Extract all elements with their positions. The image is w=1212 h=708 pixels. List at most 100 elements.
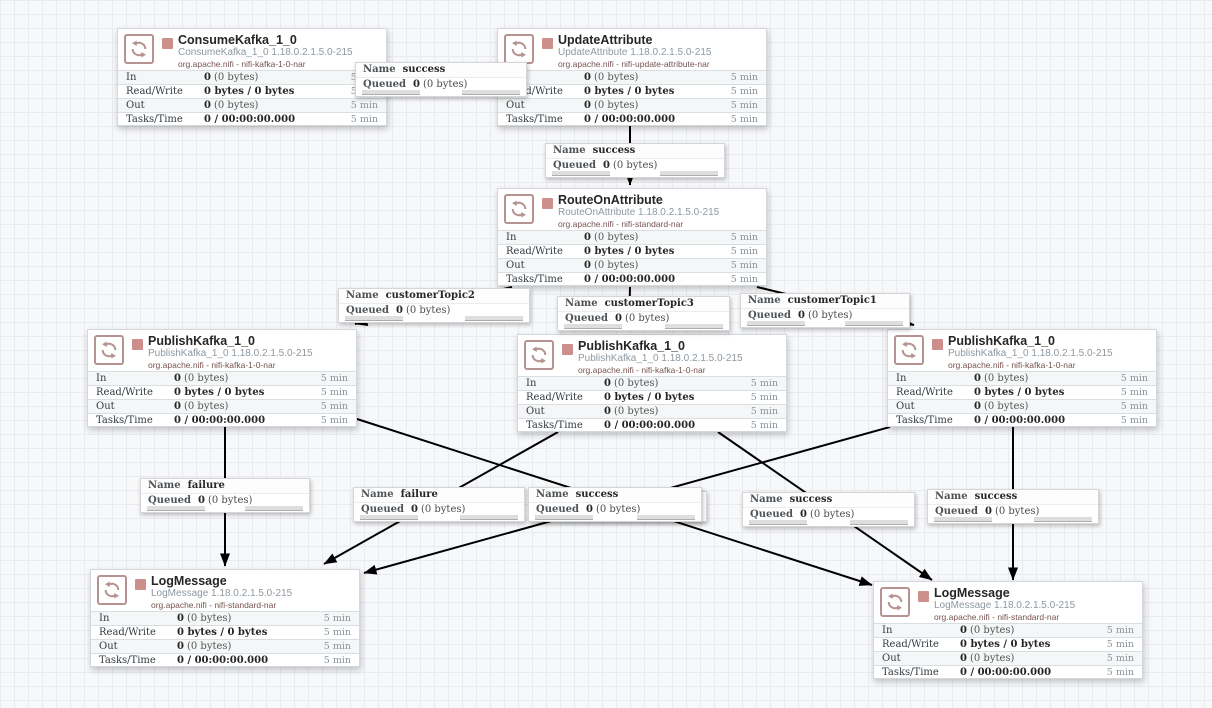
stat-row: Tasks/Time 0 / 00:00:00.000 5 min — [518, 418, 786, 432]
stat-row: Read/Write 0 bytes / 0 bytes 5 min — [91, 625, 359, 639]
processor-route-on-attribute[interactable]: RouteOnAttribute RouteOnAttribute 1.18.0… — [497, 188, 767, 286]
stat-value-detail: (0 bytes) — [183, 401, 229, 412]
stat-row: In 0(0 bytes) 5 min — [118, 70, 386, 84]
processor-update-attribute[interactable]: UpdateAttribute UpdateAttribute 1.18.0.2… — [497, 28, 767, 126]
stat-value-number: 0 / 00:00:00.000 — [204, 114, 296, 125]
connection-name-value: success — [592, 145, 636, 156]
connection-name-key: Name — [553, 145, 586, 156]
stat-label: Read/Write — [506, 86, 563, 97]
stat-value-detail: (0 bytes) — [183, 373, 229, 384]
stat-row: Out 0(0 bytes) 5 min — [518, 404, 786, 418]
stat-row: In 0(0 bytes) 5 min — [888, 371, 1156, 385]
stat-value: 0 / 00:00:00.000 — [584, 113, 706, 126]
connection-name-key: Name — [346, 290, 379, 301]
connection-queued-count: 0 — [197, 495, 205, 506]
processor-stamp-icon — [894, 335, 924, 365]
stat-window: 5 min — [730, 274, 758, 285]
stat-value-number: 0 bytes / 0 bytes — [584, 246, 675, 257]
stat-window: 5 min — [730, 114, 758, 125]
connection-queued-key: Queued — [748, 310, 791, 321]
connection-queued-key: Queued — [536, 504, 579, 515]
stat-window: 5 min — [730, 260, 758, 271]
stat-value: 0 bytes / 0 bytes — [584, 85, 706, 98]
stopped-indicator — [562, 344, 573, 355]
stat-row: Out 0(0 bytes) 5 min — [888, 399, 1156, 413]
stat-row: Out 0(0 bytes) 5 min — [498, 258, 766, 272]
stat-row: Read/Write 0 bytes / 0 bytes 5 min — [518, 390, 786, 404]
stopped-indicator — [918, 591, 929, 602]
stat-value-number: 0 — [960, 625, 967, 636]
processor-publish-kafka-center[interactable]: PublishKafka_1_0 PublishKafka_1_0 1.18.0… — [517, 334, 787, 432]
stat-window: 5 min — [1120, 387, 1148, 398]
processor-titles: LogMessage LogMessage 1.18.0.2.1.5.0-215… — [151, 574, 355, 610]
stat-row: Read/Write 0 bytes / 0 bytes 5 min — [118, 84, 386, 98]
stat-row: Tasks/Time 0 / 00:00:00.000 5 min — [498, 112, 766, 126]
stat-label: Tasks/Time — [506, 274, 563, 285]
processor-publish-kafka-left[interactable]: PublishKafka_1_0 PublishKafka_1_0 1.18.0… — [87, 329, 357, 427]
processor-publish-kafka-right[interactable]: PublishKafka_1_0 PublishKafka_1_0 1.18.0… — [887, 329, 1157, 427]
processor-bundle: org.apache.nifi - nifi-standard-nar — [558, 219, 684, 229]
processor-stamp-icon — [504, 34, 534, 64]
stat-row: Tasks/Time 0 / 00:00:00.000 5 min — [118, 112, 386, 126]
stat-value: 0 bytes / 0 bytes — [974, 386, 1096, 399]
queue-count-bar — [934, 517, 992, 522]
stat-value: 0(0 bytes) — [604, 405, 726, 418]
processor-consume-kafka[interactable]: ConsumeKafka_1_0 ConsumeKafka_1_0 1.18.0… — [117, 28, 387, 126]
stat-window: 5 min — [1120, 415, 1148, 426]
connection-queued-key: Queued — [361, 504, 404, 515]
stat-row: Out 0(0 bytes) 5 min — [91, 639, 359, 653]
connection-queued-key: Queued — [148, 495, 191, 506]
connection-queued-count: 0 — [797, 310, 805, 321]
queue-size-bar — [637, 515, 695, 520]
processor-type: PublishKafka_1_0 1.18.0.2.1.5.0-215 — [578, 353, 743, 364]
stat-value: 0 / 00:00:00.000 — [584, 273, 706, 286]
stat-window: 5 min — [750, 392, 778, 403]
queue-size-bar — [660, 171, 718, 176]
stat-label: Read/Write — [506, 246, 563, 257]
stat-value: 0 / 00:00:00.000 — [974, 414, 1096, 427]
stat-label: In — [896, 373, 907, 384]
stat-label: Tasks/Time — [126, 114, 183, 125]
refresh-arrows-icon — [104, 581, 120, 599]
stat-label: Out — [99, 641, 118, 652]
stat-value-detail: (0 bytes) — [613, 378, 659, 389]
stat-row: In 0(0 bytes) 5 min — [518, 376, 786, 390]
connection-queued-count: 0 — [410, 504, 418, 515]
stat-row: Tasks/Time 0 / 00:00:00.000 5 min — [88, 413, 356, 427]
connection-queued-key: Queued — [935, 506, 978, 517]
queue-size-bar — [245, 506, 303, 511]
stat-label: In — [126, 72, 137, 83]
refresh-arrows-icon — [131, 40, 147, 58]
connection-queued-bytes: (0 bytes) — [809, 509, 855, 520]
connection-name-value: failure — [400, 489, 438, 500]
processor-titles: PublishKafka_1_0 PublishKafka_1_0 1.18.0… — [948, 334, 1152, 370]
processor-log-message-right[interactable]: LogMessage LogMessage 1.18.0.2.1.5.0-215… — [873, 581, 1143, 679]
connection-name-key: Name — [363, 64, 396, 75]
stat-value: 0 bytes / 0 bytes — [604, 391, 726, 404]
connection-name-key: Name — [536, 489, 569, 500]
stat-row: In 0(0 bytes) 5 min — [88, 371, 356, 385]
stat-value-number: 0 / 00:00:00.000 — [174, 415, 266, 426]
processor-log-message-left[interactable]: LogMessage LogMessage 1.18.0.2.1.5.0-215… — [90, 569, 360, 667]
processor-name: RouteOnAttribute — [558, 193, 663, 207]
connection-name-key: Name — [750, 494, 783, 505]
stat-value: 0(0 bytes) — [960, 624, 1082, 637]
